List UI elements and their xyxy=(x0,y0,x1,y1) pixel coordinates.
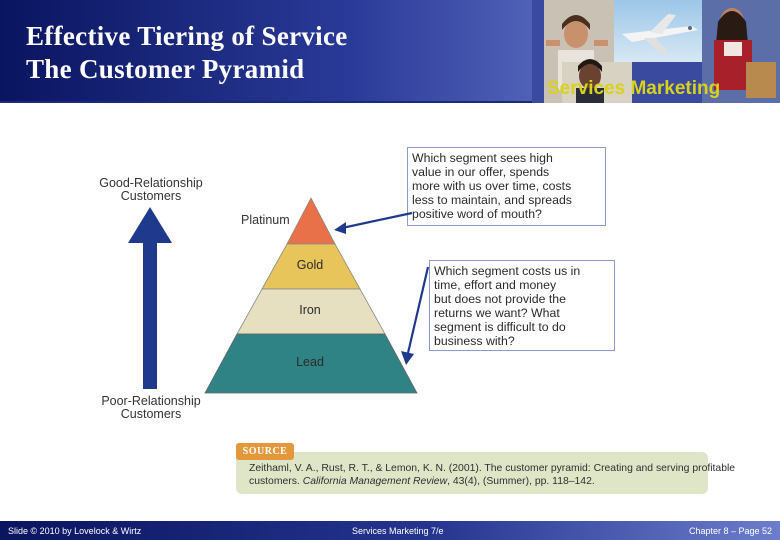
source-tag: SOURCE xyxy=(236,443,294,460)
footer-copyright: Slide © 2010 by Lovelock & Wirtz xyxy=(8,526,142,536)
tier-label-iron: Iron xyxy=(299,303,321,317)
callout-bottom-line: business with? xyxy=(434,334,515,348)
callout-bottom-line: returns we want? What xyxy=(434,306,560,320)
footer-page: Chapter 8 – Page 52 xyxy=(688,526,772,536)
citation-authors-end: customers. xyxy=(249,476,303,487)
title-line-1: Effective Tiering of Service xyxy=(26,21,348,51)
axis-label-top: Good-Relationship Customers xyxy=(92,177,210,203)
arrow-head-icon xyxy=(401,351,414,365)
brand-logo-text: Services Marketing xyxy=(547,78,721,99)
tier-platinum-fill xyxy=(286,197,336,245)
footer-course: Services Marketing 7/e xyxy=(352,526,444,536)
axis-top-line-2: Customers xyxy=(120,189,182,203)
axis-bottom-line-1: Poor-Relationship xyxy=(101,394,201,408)
citation-volume: , 43(4), (Summer), pp. 118–142. xyxy=(447,476,595,487)
callout-top-line: Which segment sees high xyxy=(412,151,553,165)
axis-top-line-1: Good-Relationship xyxy=(99,176,203,190)
callout-bottom-question: Which segment costs us in time, effort a… xyxy=(429,260,615,351)
callout-bottom-line: Which segment costs us in xyxy=(434,264,581,278)
callout-bottom-line: but does not provide the xyxy=(434,292,566,306)
citation-journal: California Management Review xyxy=(302,476,448,487)
axis-bottom-line-2: Customers xyxy=(120,407,182,421)
citation-line-2: customers. California Management Review,… xyxy=(249,475,705,488)
collage-image xyxy=(532,0,780,103)
up-arrow-icon xyxy=(128,207,172,389)
callout-bottom-line: segment is difficult to do xyxy=(434,320,566,334)
citation-line-1: Zeithaml, V. A., Rust, R. T., & Lemon, K… xyxy=(249,463,736,474)
callout-bottom-line: time, effort and money xyxy=(434,278,557,292)
callout-top-line: less to maintain, and spreads xyxy=(412,193,572,207)
callout-top-line: positive word of mouth? xyxy=(412,207,542,221)
callout-pointer-arrows xyxy=(334,211,430,365)
callout-top-question: Which segment sees high value in our off… xyxy=(407,147,606,226)
callout-top-line: value in our offer, spends xyxy=(412,165,550,179)
arrow-head-icon xyxy=(334,222,346,234)
title-line-2: The Customer Pyramid xyxy=(26,54,305,84)
customer-pyramid-diagram: Good-Relationship Customers Poor-Relatio… xyxy=(0,103,780,520)
header-photo-collage xyxy=(532,0,780,103)
callout-top-line: more with us over time, costs xyxy=(412,179,572,193)
axis-label-bottom: Poor-Relationship Customers xyxy=(92,395,210,421)
slide-footer: Slide © 2010 by Lovelock & Wirtz Service… xyxy=(0,521,780,540)
tier-label-platinum: Platinum xyxy=(241,213,290,227)
tier-label-gold: Gold xyxy=(296,258,324,272)
slide-header: Effective Tiering of Service The Custome… xyxy=(0,0,780,103)
source-citation: Zeithaml, V. A., Rust, R. T., & Lemon, K… xyxy=(249,462,736,488)
source-box xyxy=(236,452,708,494)
slide-title: Effective Tiering of Service The Custome… xyxy=(26,20,348,86)
pyramid-shape xyxy=(204,197,418,394)
tier-lead-fill xyxy=(204,333,418,394)
tier-label-lead: Lead xyxy=(296,355,324,369)
